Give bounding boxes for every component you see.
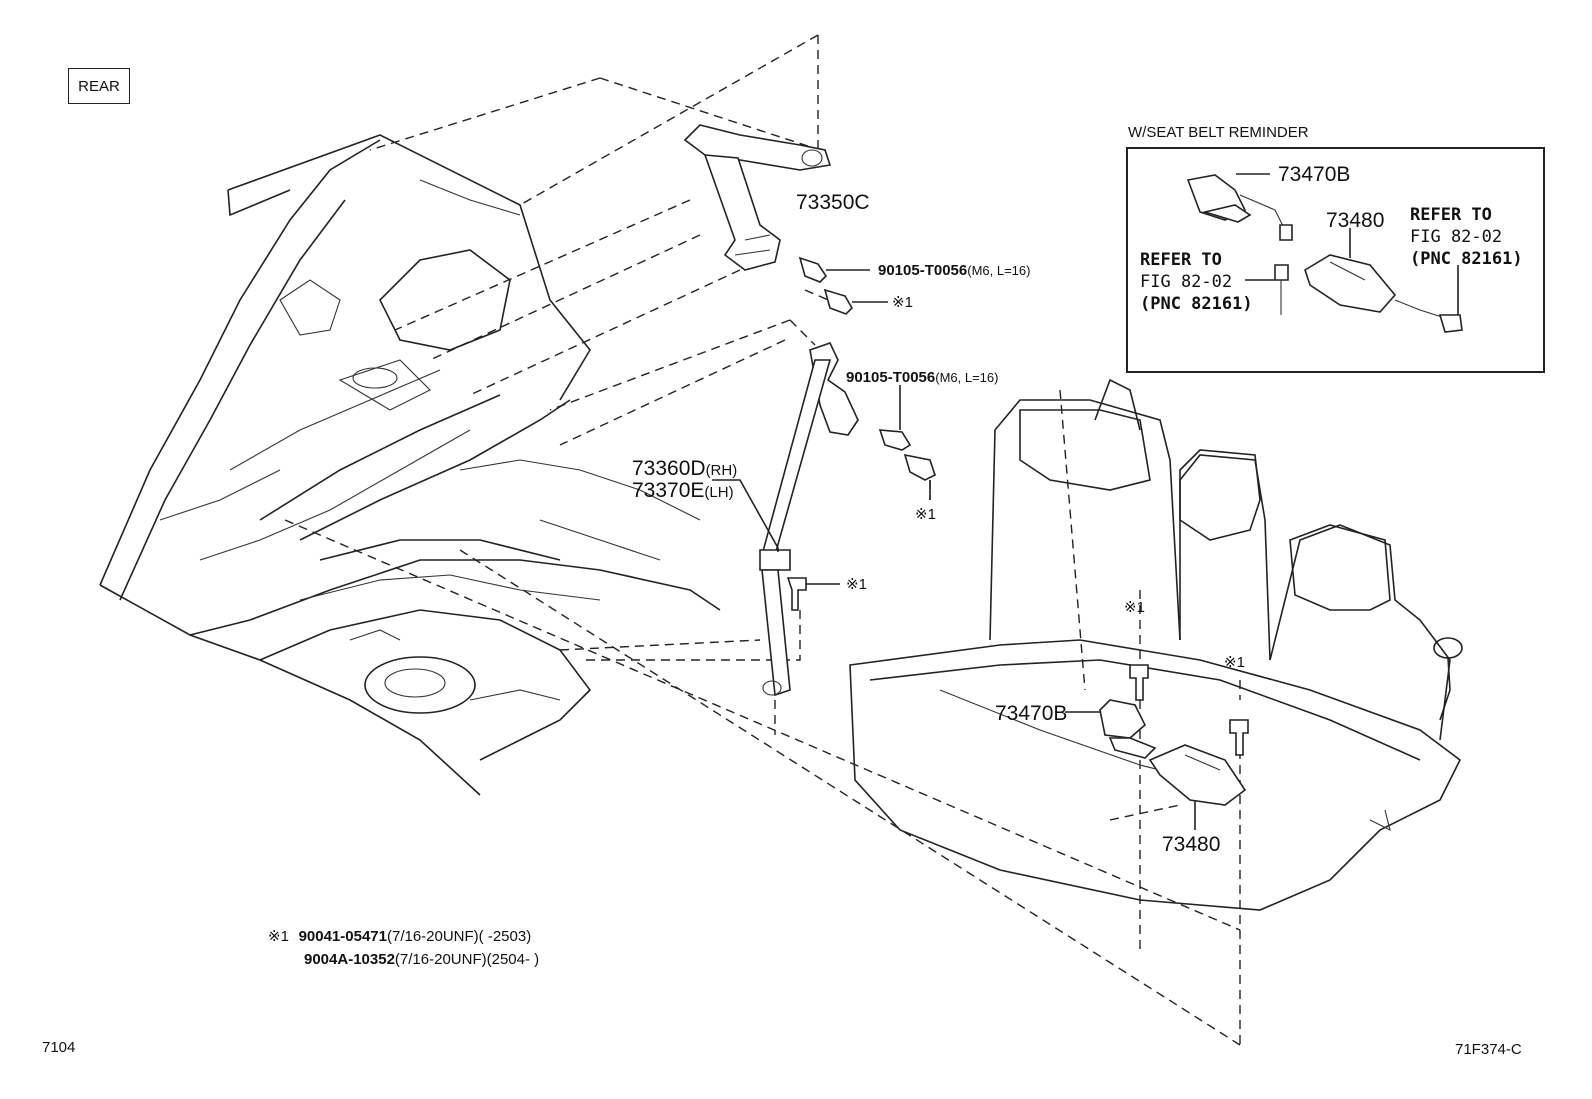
reminder-part-73480: 73480 xyxy=(1326,209,1385,232)
bolt-upper-1-spec: (M6, L=16) xyxy=(967,263,1031,278)
belt-lh-side: (LH) xyxy=(704,484,734,501)
view-label-rear: REAR xyxy=(68,68,130,104)
bolt-upper-1-number: 90105-T0056 xyxy=(878,262,968,279)
footnote-mark: ※1 xyxy=(268,928,289,945)
buckle-73480-illustration xyxy=(1148,744,1247,830)
bolt-mid-1-spec: (M6, L=16) xyxy=(935,370,999,385)
footnote-part-1: 90041-05471 xyxy=(298,928,387,945)
bolt-upper-2-icon xyxy=(823,288,888,315)
part-73350c-label: 73350C xyxy=(796,191,870,214)
bolt-upper-2-note: ※1 xyxy=(892,294,913,311)
bolt-mid-1-icon xyxy=(878,385,912,451)
page-code-right: 71F374-C xyxy=(1455,1041,1522,1058)
footnote-spec-2: (7/16-20UNF)(2504- ) xyxy=(394,951,540,968)
reminder-refer-left-1: REFER TO xyxy=(1140,250,1222,270)
reminder-part-73470b: 73470B xyxy=(1278,163,1351,186)
belt-rh-number: 73360D xyxy=(632,457,706,480)
belt-lh-label: 73370E(LH) xyxy=(632,480,734,501)
retractor-73350c-illustration xyxy=(683,124,832,271)
reminder-refer-left-3: (PNC 82161) xyxy=(1140,294,1253,314)
footnote-line-2: 9004A-10352(7/16-20UNF)(2504- ) xyxy=(304,951,539,967)
reminder-refer-right-3: (PNC 82161) xyxy=(1410,249,1523,269)
bolt-lower-icon xyxy=(786,577,840,611)
reminder-title: W/SEAT BELT REMINDER xyxy=(1128,124,1309,141)
belt-rh-label: 73360D(RH) xyxy=(632,458,737,479)
bolt-mid-2-note: ※1 xyxy=(915,506,936,523)
buckle-bolt-right-icon xyxy=(1229,719,1249,756)
belt-rh-side: (RH) xyxy=(705,462,738,479)
bolt-lower-note: ※1 xyxy=(846,576,867,593)
reminder-refer-right-1: REFER TO xyxy=(1410,205,1492,225)
page-code-left: 7104 xyxy=(42,1039,76,1056)
buckle-73480-label: 73480 xyxy=(1162,833,1221,856)
rear-seat-illustration xyxy=(849,378,1463,911)
footnote-spec-1: (7/16-20UNF)( -2503) xyxy=(386,928,532,945)
footnote-part-2: 9004A-10352 xyxy=(304,951,395,968)
reminder-refer-right-2: FIG 82-02 xyxy=(1410,227,1503,247)
bolt-mid-2-icon xyxy=(903,453,936,500)
bolt-mid-1-number: 90105-T0056 xyxy=(846,369,936,386)
buckle-73470b-label: 73470B xyxy=(995,702,1068,725)
vehicle-body-floor xyxy=(99,134,721,796)
belt-lh-number: 73370E xyxy=(632,479,705,502)
buckle-bolt-left-note: ※1 xyxy=(1124,599,1145,616)
buckle-bolt-left-icon xyxy=(1129,664,1149,701)
buckle-73470b-illustration xyxy=(1065,699,1157,759)
reminder-refer-left-2: FIG 82-02 xyxy=(1140,272,1233,292)
bolt-upper-1-icon xyxy=(798,256,870,283)
seat-belt-73360d-illustration xyxy=(712,342,859,697)
reminder-buckle-2-illustration xyxy=(1304,228,1463,333)
bolt-mid-1-label: 90105-T0056(M6, L=16) xyxy=(846,369,998,385)
bolt-upper-1-label: 90105-T0056(M6, L=16) xyxy=(878,262,1030,278)
reminder-inset-frame xyxy=(1126,147,1545,373)
dashed-leaders xyxy=(284,34,1241,1046)
footnote-line-1: ※1 90041-05471(7/16-20UNF)( -2503) xyxy=(268,928,531,944)
buckle-bolt-right-note: ※1 xyxy=(1224,654,1245,671)
reminder-buckle-illustration xyxy=(1186,173,1293,315)
